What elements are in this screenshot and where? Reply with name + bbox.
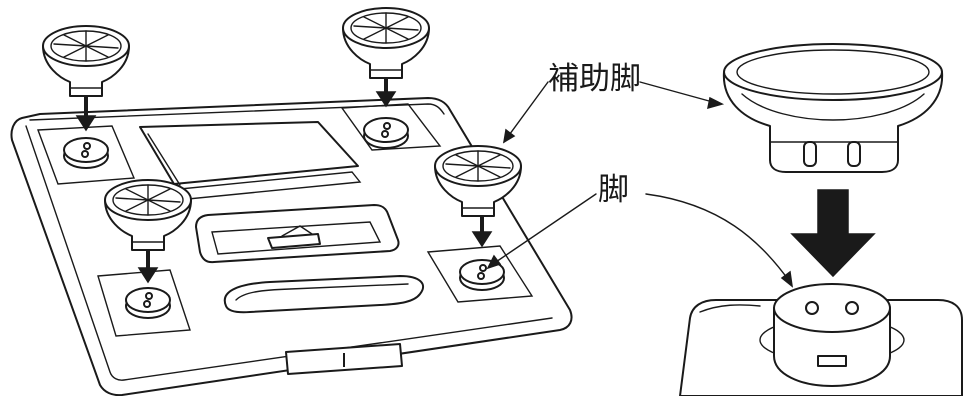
scale-panel-mark: I — [0, 0, 1, 1]
auxiliary-foot-icon — [342, 7, 430, 79]
auxiliary-foot-icon — [42, 25, 130, 97]
scale-base-icon: I — [0, 0, 573, 396]
down-arrow-icon — [790, 189, 876, 278]
foot-label: 脚 — [598, 172, 629, 208]
foot-large-icon — [679, 283, 963, 396]
auxiliary-foot-label: 補助脚 — [548, 61, 641, 97]
foot-icon — [363, 117, 409, 149]
auxiliary-foot-large-icon — [722, 43, 944, 173]
foot-icon — [63, 137, 109, 169]
foot-icon — [125, 287, 171, 319]
leader-lines — [486, 81, 794, 288]
